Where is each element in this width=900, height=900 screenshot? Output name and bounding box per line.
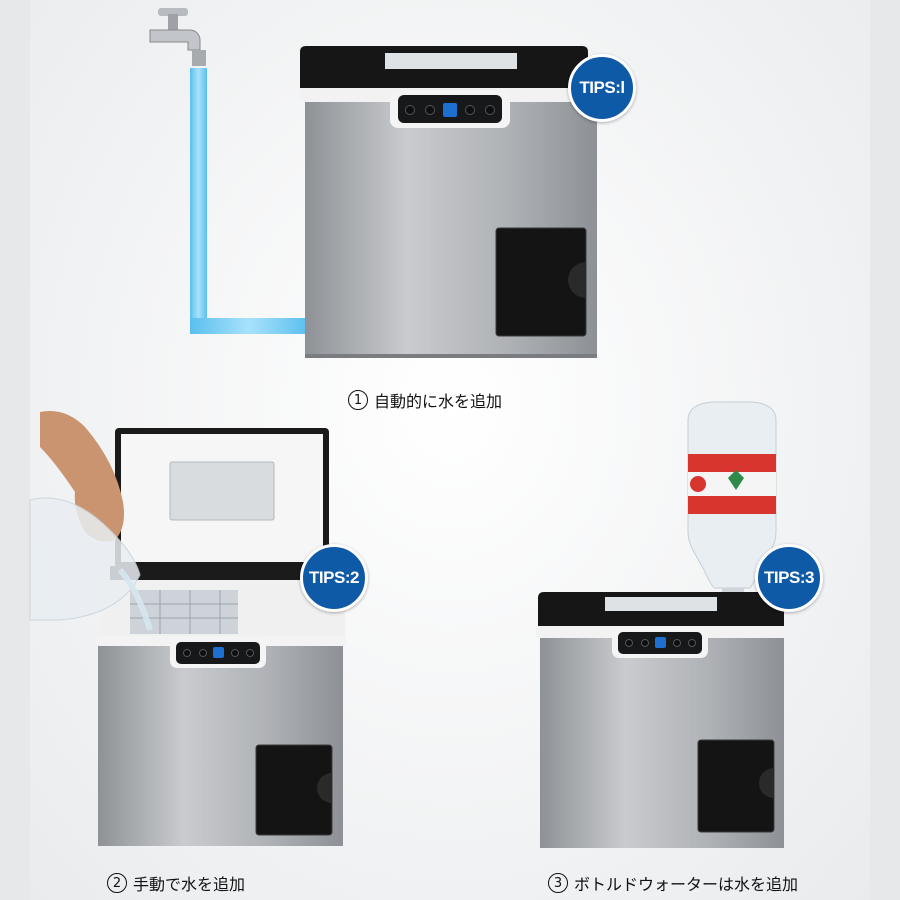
tips-badge-2: TIPS:2	[300, 544, 368, 612]
ice-machine-1	[300, 46, 600, 358]
water-pipe	[190, 68, 308, 334]
pouring-hand-icon	[29, 411, 153, 631]
water-bottle-icon	[687, 401, 777, 594]
tips-badge-1: TIPS:l	[568, 54, 636, 122]
caption-auto-water: 1 自動的に水を追加	[348, 388, 502, 412]
caption-bottled-water: 3 ボトルドウォーターは水を追加	[548, 871, 798, 895]
faucet-icon	[149, 8, 206, 66]
caption-number: 2	[107, 873, 127, 893]
caption-text: ボトルドウォーターは水を追加	[574, 875, 799, 894]
ice-machine-3	[536, 592, 786, 848]
caption-number: 3	[548, 873, 568, 893]
caption-text: 手動で水を追加	[133, 875, 246, 894]
tips-badge-3: TIPS:3	[755, 544, 823, 612]
caption-manual-water: 2 手動で水を追加	[107, 871, 245, 895]
caption-number: 1	[348, 390, 368, 410]
ice-machine-2	[96, 428, 346, 846]
caption-text: 自動的に水を追加	[374, 392, 503, 411]
